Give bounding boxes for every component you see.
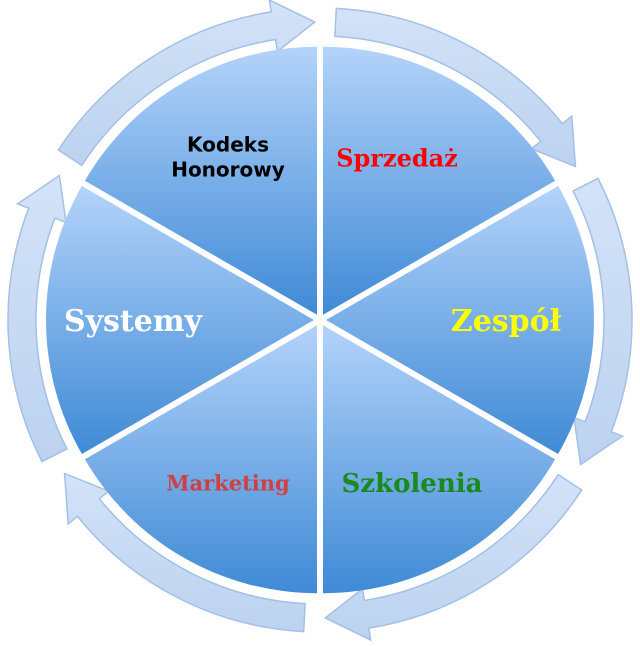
cycle-arrow-systemy bbox=[7, 174, 68, 463]
segment-zespol bbox=[326, 186, 594, 454]
segment-label-marketing: Marketing bbox=[166, 471, 290, 496]
segment-label-systemy: Systemy bbox=[64, 304, 204, 339]
cycle-arrow-szkolenia bbox=[323, 473, 583, 642]
segment-label-zespol: Zespół bbox=[451, 304, 562, 339]
segment-sprzedaz bbox=[323, 46, 556, 315]
segment-group bbox=[46, 46, 594, 594]
cycle-arrow-zespol bbox=[572, 177, 633, 466]
cycle-arrow-marketing bbox=[63, 472, 306, 633]
segment-label-szkolenia: Szkolenia bbox=[342, 469, 483, 499]
segment-label-kodeks-line2: Honorowy bbox=[171, 158, 285, 182]
cycle-arrow-kodeks bbox=[57, 0, 317, 167]
segment-marketing bbox=[84, 325, 318, 594]
segment-szkolenia bbox=[323, 325, 556, 594]
segment-kodeks bbox=[84, 46, 318, 315]
segment-systemy bbox=[46, 186, 314, 454]
segment-label-kodeks-line1: Kodeks bbox=[187, 133, 269, 157]
cycle-arrow-sprzedaz bbox=[334, 7, 577, 168]
segment-label-sprzedaz: Sprzedaż bbox=[336, 144, 458, 173]
arrow-ring bbox=[7, 0, 633, 642]
